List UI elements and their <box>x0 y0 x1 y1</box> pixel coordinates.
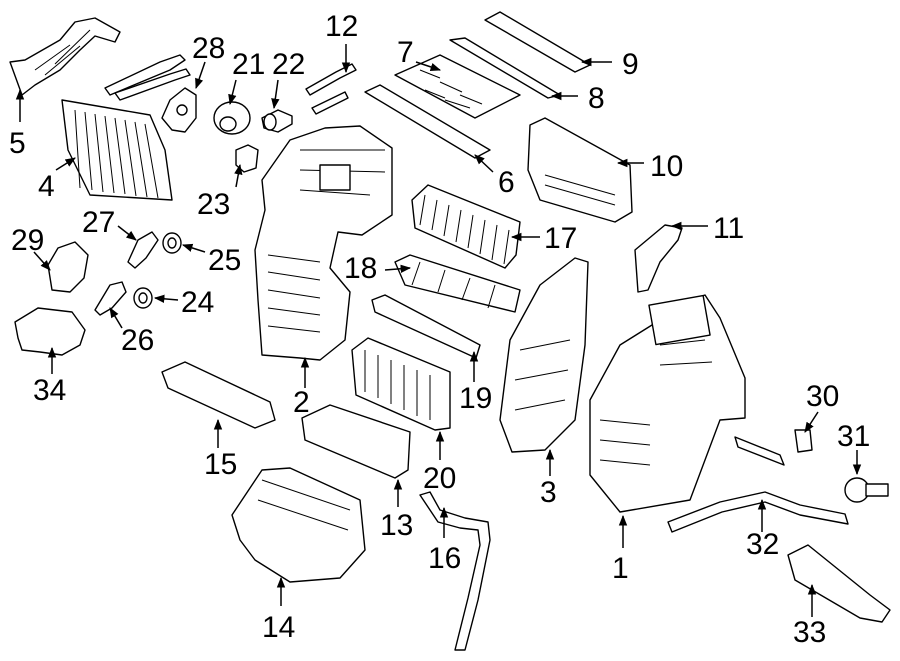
part-28-actuator <box>161 87 197 133</box>
part-4-heater-core <box>61 54 191 201</box>
part-29-actuator <box>47 241 89 293</box>
callout-2: 2 <box>293 386 310 419</box>
callout-10: 10 <box>650 150 683 183</box>
part-34-duct-piece <box>14 307 86 356</box>
part-33-duct <box>787 544 891 623</box>
callout-17: 17 <box>544 222 577 255</box>
part-18-door-flap <box>394 254 521 313</box>
callout-12: 12 <box>325 10 358 43</box>
part-25-grommet <box>162 232 182 254</box>
part-11-bracket <box>634 224 683 293</box>
callout-11: 11 <box>713 212 744 245</box>
part-6-seal-frame <box>364 84 491 159</box>
part-27-lever <box>127 231 159 269</box>
part-31-sensor <box>844 477 889 503</box>
callout-30: 30 <box>806 380 839 413</box>
part-1-main-housing <box>589 294 746 513</box>
callout-15: 15 <box>204 448 237 481</box>
part-17-evaporator <box>411 184 521 269</box>
callout-24: 24 <box>181 286 214 319</box>
callout-23: 23 <box>197 188 230 221</box>
callout-31: 31 <box>837 420 870 453</box>
callout-7: 7 <box>397 36 414 69</box>
callout-1: 1 <box>612 552 629 585</box>
callout-29: 29 <box>11 224 44 257</box>
part-7-filter-frame <box>394 54 521 119</box>
part-20-mode-door <box>351 337 451 431</box>
callout-27: 27 <box>82 206 115 239</box>
part-30-sensor-wire <box>734 429 813 466</box>
part-2-case-half <box>254 125 393 361</box>
part-13-insulation-pad <box>301 404 411 479</box>
callout-14: 14 <box>262 611 295 644</box>
callout-labels: 1 2 3 4 5 6 7 8 9 10 11 12 13 14 15 16 1… <box>9 10 870 649</box>
part-22-sensor <box>261 109 293 133</box>
callout-9: 9 <box>622 48 639 81</box>
callout-19: 19 <box>459 382 492 415</box>
callout-33: 33 <box>793 616 826 649</box>
callout-18: 18 <box>344 252 377 285</box>
part-15-tray <box>161 361 276 429</box>
callout-34: 34 <box>33 374 66 407</box>
part-14-lower-case <box>231 467 366 583</box>
leader-lines <box>15 44 862 617</box>
callout-25: 25 <box>208 244 241 277</box>
part-3-case-wall <box>499 257 589 453</box>
callout-22: 22 <box>272 48 305 81</box>
callout-16: 16 <box>428 542 461 575</box>
callout-3: 3 <box>540 476 557 509</box>
part-12-wire-connector <box>305 63 357 115</box>
callout-4: 4 <box>38 170 55 203</box>
callout-5: 5 <box>9 127 26 160</box>
part-16-drain-tube <box>419 491 491 651</box>
callout-32: 32 <box>746 528 779 561</box>
part-24-grommet <box>133 287 153 309</box>
part-21-motor-gear <box>213 101 251 135</box>
part-5-pipe-bracket <box>9 17 121 96</box>
callout-21: 21 <box>232 48 265 81</box>
callout-28: 28 <box>192 32 225 65</box>
callout-20: 20 <box>423 462 456 495</box>
part-26-lever <box>94 281 127 316</box>
callout-13: 13 <box>380 509 413 542</box>
part-32-drain-hose <box>667 491 849 533</box>
part-10-cover-panel <box>527 117 633 223</box>
callout-6: 6 <box>498 166 515 199</box>
callout-8: 8 <box>588 82 605 115</box>
callout-26: 26 <box>121 324 154 357</box>
